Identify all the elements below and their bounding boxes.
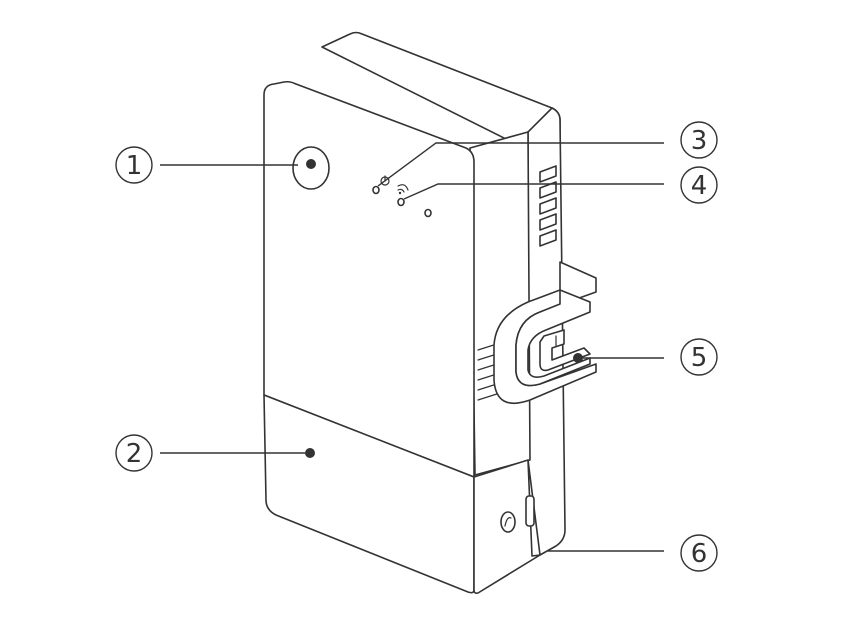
callout-number-2: 2: [126, 439, 143, 469]
leader-line-4: [403, 183, 664, 200]
callout-number-4: 4: [691, 171, 708, 201]
led-power: [372, 185, 380, 195]
callout-5: 5: [680, 338, 718, 376]
callout-dot-5: [573, 353, 583, 363]
led-wifi: [397, 197, 405, 207]
vent-slots: [539, 165, 557, 247]
callout-6: 6: [680, 534, 718, 572]
reset-hole: [500, 511, 516, 533]
callout-dot-2: [305, 448, 315, 458]
led-indicator: [424, 208, 432, 218]
callout-number-5: 5: [691, 343, 708, 373]
callout-dot-1: [306, 159, 316, 169]
callout-2: 2: [115, 434, 153, 472]
din-rail-clip: [477, 261, 597, 405]
clip-tongue: [539, 329, 591, 372]
wifi-icon: [397, 184, 409, 195]
callout-number-3: 3: [691, 126, 708, 156]
callout-number-1: 1: [126, 151, 143, 181]
callout-3: 3: [680, 121, 718, 159]
callout-1: 1: [115, 146, 153, 184]
callout-4: 4: [680, 166, 718, 204]
callout-number-6: 6: [691, 539, 708, 569]
usb-port: [525, 495, 535, 527]
leader-line-3: [377, 142, 664, 187]
